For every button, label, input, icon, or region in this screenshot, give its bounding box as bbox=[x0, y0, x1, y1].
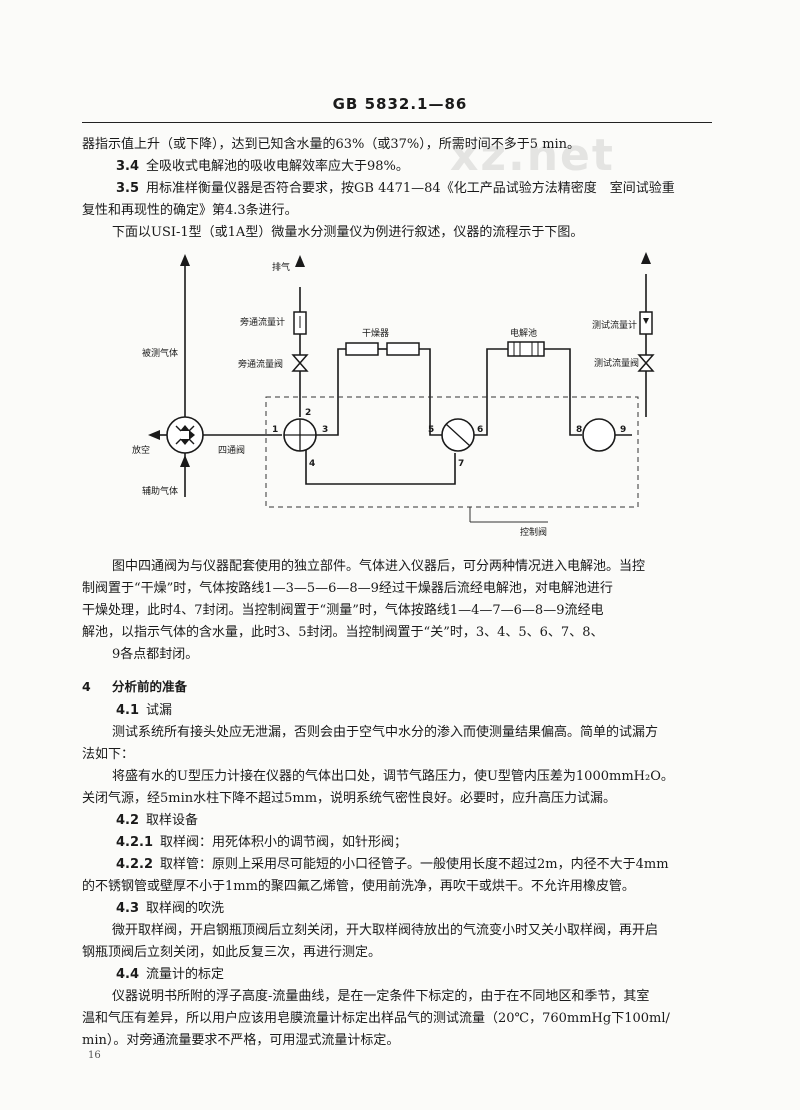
clause-text: 全吸收式电解池的吸收电解效率应大于98%。 bbox=[146, 159, 409, 174]
clause-3-4: 3.4 全吸收式电解池的吸收电解效率应大于98%。 bbox=[116, 156, 712, 178]
clause-4-1: 4.1 试漏 bbox=[116, 700, 712, 722]
clause-4-2-2: 4.2.2 取样管：原则上采用尽可能短的小口径管子。一般使用长度不超过2m，内径不… bbox=[116, 854, 712, 876]
clause-text: 用标准样衡量仪器是否符合要求，按GB 4471—84《化工产品试验方法精密度 室… bbox=[146, 181, 675, 196]
body-line: 微开取样阀，开启钢瓶顶阀后立刻关闭，开大取样阀待放出的气流变小时又关小取样阀，再… bbox=[112, 923, 659, 938]
label-control-valve: 控制阀 bbox=[520, 526, 547, 538]
page-number: 16 bbox=[88, 1050, 101, 1061]
clause-text: 取样管：原则上采用尽可能短的小口径管子。一般使用长度不超过2m，内径不大于4mm bbox=[160, 857, 669, 872]
header-rule bbox=[82, 122, 712, 123]
clause-number: 4.2.1 bbox=[116, 835, 154, 850]
port-number: 2 bbox=[305, 408, 311, 418]
standard-header: GB 5832.1—86 bbox=[332, 95, 468, 113]
label-electrolytic-cell: 电解池 bbox=[510, 327, 537, 339]
label-aux-gas: 辅助气体 bbox=[142, 485, 178, 497]
clause-4-4: 4.4 流量计的标定 bbox=[116, 964, 712, 986]
four-way-valve-icon bbox=[166, 416, 204, 454]
dryer-icon bbox=[386, 342, 420, 356]
port-number: 4 bbox=[309, 459, 315, 469]
intro-paragraph: 下面以USI-1型（或1A型）微量水分测量仪为例进行叙述，仪器的流程示于下图。 bbox=[112, 225, 584, 240]
body-line: 法如下： bbox=[82, 747, 135, 762]
label-exhaust: 排气 bbox=[272, 261, 290, 273]
body-line: 仪器说明书所附的浮子高度-流量曲线，是在一定条件下标定的，由于在不同地区和季节，… bbox=[112, 989, 650, 1004]
description-line: 制阀置于“干燥”时，气体按路线1—3—5—6—8—9经过干燥器后流经电解池，对电… bbox=[82, 581, 613, 596]
label-four-way-valve: 四通阀 bbox=[218, 445, 245, 456]
body-line: 温和气压有差异，所以用户应该用皂膜流量计标定出样品气的测试流量（20℃，760m… bbox=[82, 1011, 670, 1026]
test-valve-icon bbox=[637, 354, 655, 372]
bypass-valve-icon bbox=[291, 354, 309, 372]
clause-title: 取样设备 bbox=[146, 813, 199, 828]
clause-title: 流量计的标定 bbox=[146, 967, 225, 982]
clause-3-5: 3.5 用标准样衡量仪器是否符合要求，按GB 4471—84《化工产品试验方法精密… bbox=[116, 178, 712, 200]
body-line: 将盛有水的U型压力计接在仪器的气体出口处，调节气路压力，使U型管内压差为1000… bbox=[112, 769, 674, 784]
label-measured-gas: 被测气体 bbox=[142, 347, 178, 359]
clause-number: 4.4 bbox=[116, 967, 140, 982]
clause-3-5-cont: 复性和再现性的确定》第4.3条进行。 bbox=[82, 203, 298, 218]
clause-number: 4.3 bbox=[116, 901, 140, 916]
section-number: 4 bbox=[82, 679, 91, 694]
dryer-icon bbox=[345, 342, 379, 356]
label-test-valve: 测试流量阀 bbox=[594, 357, 639, 369]
port-number: 3 bbox=[322, 425, 328, 435]
description-line: 干燥处理，此时4、7封闭。当控制阀置于“测量”时，气体按路线1—4—7—6—8—… bbox=[82, 603, 604, 618]
description-line: 图中四通阀为与仪器配套使用的独立部件。气体进入仪器后，可分两种情况进入电解池。当… bbox=[112, 559, 646, 574]
clause-number: 4.1 bbox=[116, 703, 140, 718]
port-number: 5 bbox=[428, 425, 434, 435]
body-line: 测试系统所有接头处应无泄漏，否则会由于空气中水分的渗入而使测量结果偏高。简单的试… bbox=[112, 725, 659, 740]
clause-4-2-1: 4.2.1 取样阀：用死体积小的调节阀，如针形阀； bbox=[116, 832, 712, 854]
body-line: 关闭气源，经5min水柱下降不超过5mm，说明系统气密性良好。必要时，应升高压力… bbox=[82, 791, 617, 806]
description-line: 解池，以指示气体的含水量，此时3、5封闭。当控制阀置于“关”时，3、4、5、6、… bbox=[82, 625, 604, 640]
arrow-up-icon bbox=[295, 255, 305, 267]
body-line: min）。对旁通流量要求不严格，可用湿式流量计标定。 bbox=[82, 1033, 400, 1048]
section-4-heading: 4 分析前的准备 bbox=[82, 676, 712, 698]
label-bypass-flowmeter: 旁通流量计 bbox=[240, 316, 285, 328]
label-bypass-valve: 旁通流量阀 bbox=[238, 358, 283, 370]
port-number: 7 bbox=[458, 459, 464, 469]
watermark: xz.net bbox=[450, 130, 615, 181]
clause-title: 取样阀的吹洗 bbox=[146, 901, 225, 916]
arrow-up-icon bbox=[180, 455, 190, 467]
label-test-flowmeter: 测试流量计 bbox=[592, 319, 637, 331]
port-number: 9 bbox=[620, 425, 626, 435]
control-valve-box bbox=[265, 396, 639, 508]
clause-number: 3.4 bbox=[116, 159, 140, 174]
clause-4-2: 4.2 取样设备 bbox=[116, 810, 712, 832]
arrow-left-icon bbox=[148, 430, 160, 440]
clause-number: 3.5 bbox=[116, 181, 140, 196]
section-title: 分析前的准备 bbox=[112, 679, 188, 694]
arrow-up-icon bbox=[180, 254, 190, 266]
flow-diagram: 排气 旁通流量计 干燥器 电解池 测试流量计 被测气体 旁通流量阀 测试流量阀 … bbox=[132, 252, 655, 538]
clause-4-3: 4.3 取样阀的吹洗 bbox=[116, 898, 712, 920]
port-number: 1 bbox=[272, 425, 278, 435]
port-number: 6 bbox=[477, 425, 483, 435]
label-vent: 放空 bbox=[132, 444, 150, 456]
clause-text: 取样阀：用死体积小的调节阀，如针形阀； bbox=[160, 835, 408, 850]
rotor-valve-icon bbox=[582, 418, 616, 452]
clause-number: 4.2.2 bbox=[116, 857, 154, 872]
label-dryer: 干燥器 bbox=[362, 328, 389, 339]
port-number: 8 bbox=[576, 425, 582, 435]
body-line: 钢瓶顶阀后立刻关闭，如此反复三次，再进行测定。 bbox=[82, 945, 382, 960]
arrow-up-icon bbox=[641, 252, 651, 264]
body-line: 的不锈钢管或壁厚不小于1mm的聚四氟乙烯管，使用前洗净，再吹干或烘干。不允许用橡… bbox=[82, 879, 635, 894]
electrolytic-cell-icon bbox=[507, 341, 545, 357]
description-line: 9各点都封闭。 bbox=[112, 647, 199, 662]
paragraph-continuation: 器指示值上升（或下降），达到已知含水量的63%（或37%），所需时间不多于5 m… bbox=[82, 137, 581, 152]
clause-title: 试漏 bbox=[146, 703, 173, 718]
clause-number: 4.2 bbox=[116, 813, 140, 828]
